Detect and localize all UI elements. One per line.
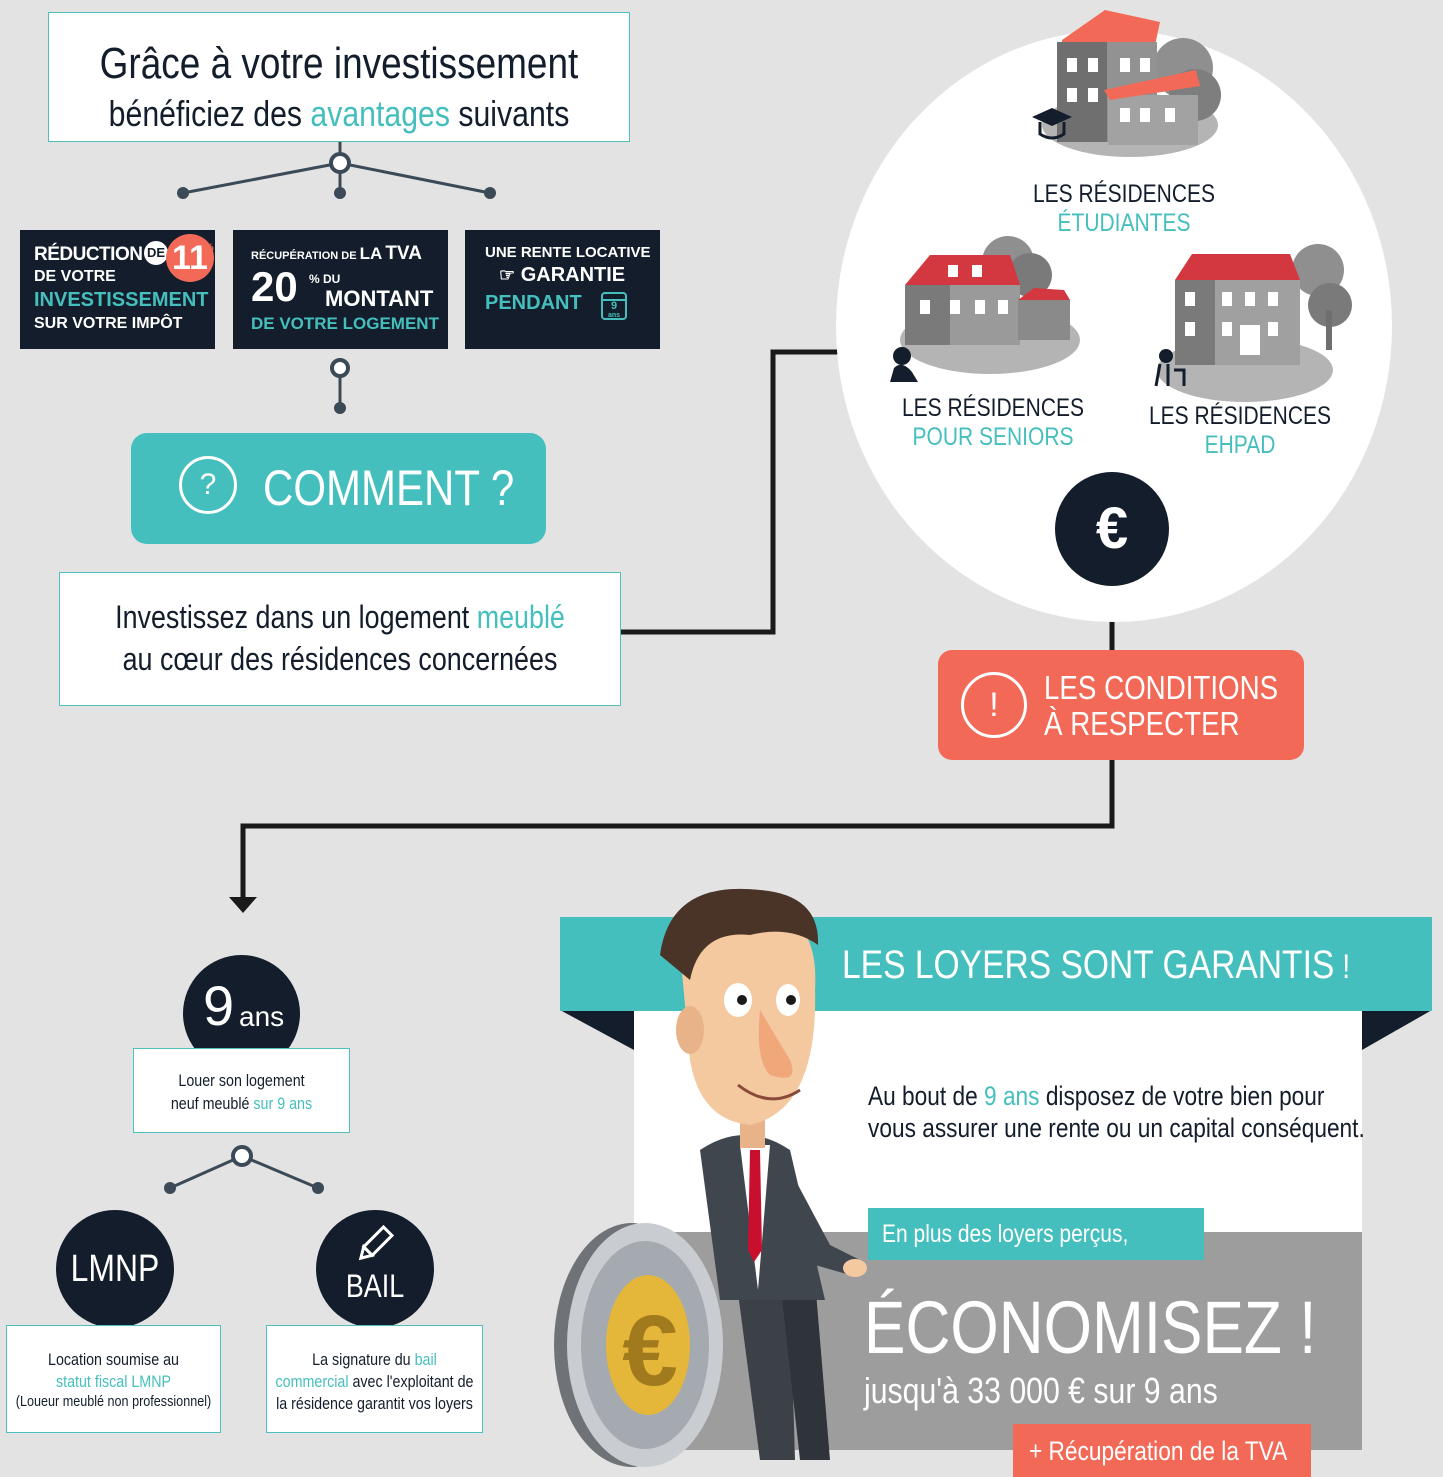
comment-button[interactable]: ? COMMENT ? xyxy=(131,433,546,544)
lmnp-desc-3: (Loueur meublé non professionnel) xyxy=(15,1393,212,1410)
header-box: Grâce à votre investissement bénéficiez … xyxy=(48,12,630,142)
euro-icon: € xyxy=(1055,472,1169,586)
nine-number: 9 xyxy=(203,974,235,1037)
adv2-montant: MONTANT xyxy=(325,286,434,311)
loyers-text: Au bout de 9 ans disposez de votre bien … xyxy=(868,1081,1365,1143)
question-icon: ? xyxy=(179,456,237,514)
adv1-eleven-badge: 11 xyxy=(166,234,214,282)
adv3-rente: UNE RENTE LOCATIVE xyxy=(485,244,651,261)
advantage-rent: UNE RENTE LOCATIVE ☞ GARANTIE PENDANT 9 … xyxy=(465,230,660,349)
adv2-logement: DE VOTRE LOGEMENT xyxy=(251,314,439,333)
bail-desc: La signature du bail commercial avec l'e… xyxy=(266,1325,483,1433)
pencil-icon xyxy=(358,1224,395,1261)
bail-label: BAIL xyxy=(345,1268,405,1304)
adv3-garantie-row: ☞ GARANTIE xyxy=(499,264,626,286)
conditions-label: LES CONDITIONS À RESPECTER xyxy=(1044,669,1279,742)
invest-line-1: Investissez dans un logement meublé xyxy=(115,599,565,635)
tva-tag: + Récupération de la TVA xyxy=(1013,1424,1311,1477)
residence-seniors-label: LES RÉSIDENCES POUR SENIORS xyxy=(901,394,1085,451)
adv3-pendant: PENDANT xyxy=(485,292,582,314)
lmnp-desc-1: Location soumise au xyxy=(48,1350,179,1369)
advantage-tax-reduction: RÉDUCTION DE 11 % DE VOTRE INVESTISSEMEN… xyxy=(20,230,215,349)
plus-loyers-tag: En plus des loyers perçus, xyxy=(868,1208,1204,1260)
header-line-1: Grâce à votre investissement xyxy=(99,39,579,88)
bail-circle: BAIL xyxy=(316,1210,434,1328)
header-line-2: bénéficiez des avantages suivants xyxy=(108,93,570,134)
adv2-recuperation: RÉCUPÉRATION DE LA TVA xyxy=(251,243,422,264)
invest-box: Investissez dans un logement meublé au c… xyxy=(59,572,621,706)
invest-line-2: au cœur des résidences concernées xyxy=(122,641,558,677)
adv1-investissement: INVESTISSEMENT xyxy=(34,289,209,311)
adv2-twenty: 20 xyxy=(251,263,298,310)
adv1-impot: SUR VOTRE IMPÔT xyxy=(34,315,183,332)
adv1-reduction: RÉDUCTION xyxy=(34,244,143,265)
residence-ehpad-label: LES RÉSIDENCES EHPAD xyxy=(1148,402,1332,459)
adv1-de-votre: DE VOTRE xyxy=(34,268,116,285)
conditions-button[interactable]: ! LES CONDITIONS À RESPECTER xyxy=(938,650,1304,760)
nine-years-desc: Louer son logement neuf meublé sur 9 ans xyxy=(133,1048,350,1133)
svg-text:€: € xyxy=(622,1295,678,1407)
nine-desc-2: neuf meublé sur 9 ans xyxy=(170,1094,313,1113)
adv1-de-badge: DE xyxy=(144,241,168,265)
plus-loyers-label: En plus des loyers perçus, xyxy=(882,1220,1129,1248)
bail-desc-1: La signature du bail xyxy=(312,1350,437,1369)
nine-desc-1: Louer son logement xyxy=(178,1071,305,1090)
adv1-percent: % xyxy=(204,242,214,254)
lmnp-desc: Location soumise au statut fiscal LMNP (… xyxy=(6,1325,221,1433)
savings-amount: jusqu'à 33 000 € sur 9 ans xyxy=(864,1370,1218,1411)
bail-desc-3: la résidence garantit vos loyers xyxy=(276,1394,473,1413)
lmnp-desc-2: statut fiscal LMNP xyxy=(55,1372,172,1391)
thumb-icon: ☞ xyxy=(499,265,516,285)
residence-etudiantes-label: LES RÉSIDENCES ÉTUDIANTES xyxy=(1032,180,1216,237)
calendar-icon: 9 ans xyxy=(601,292,627,320)
lmnp-label: LMNP xyxy=(70,1248,160,1290)
bail-desc-2: commercial avec l'exploitant de xyxy=(275,1372,474,1391)
adv2-percent-du: % DU xyxy=(309,272,341,286)
tva-label: + Récupération de la TVA xyxy=(1029,1436,1288,1466)
loyers-title: LES LOYERS SONT GARANTIS ! xyxy=(842,943,1351,987)
economisez-heading: ÉCONOMISEZ ! xyxy=(864,1286,1317,1369)
nine-unit: ans xyxy=(239,1001,285,1032)
lmnp-circle: LMNP xyxy=(56,1210,174,1328)
advantage-tva: RÉCUPÉRATION DE LA TVA 20 % DU MONTANT D… xyxy=(233,230,448,349)
warning-icon: ! xyxy=(961,672,1027,738)
comment-label: COMMENT ? xyxy=(263,460,515,516)
